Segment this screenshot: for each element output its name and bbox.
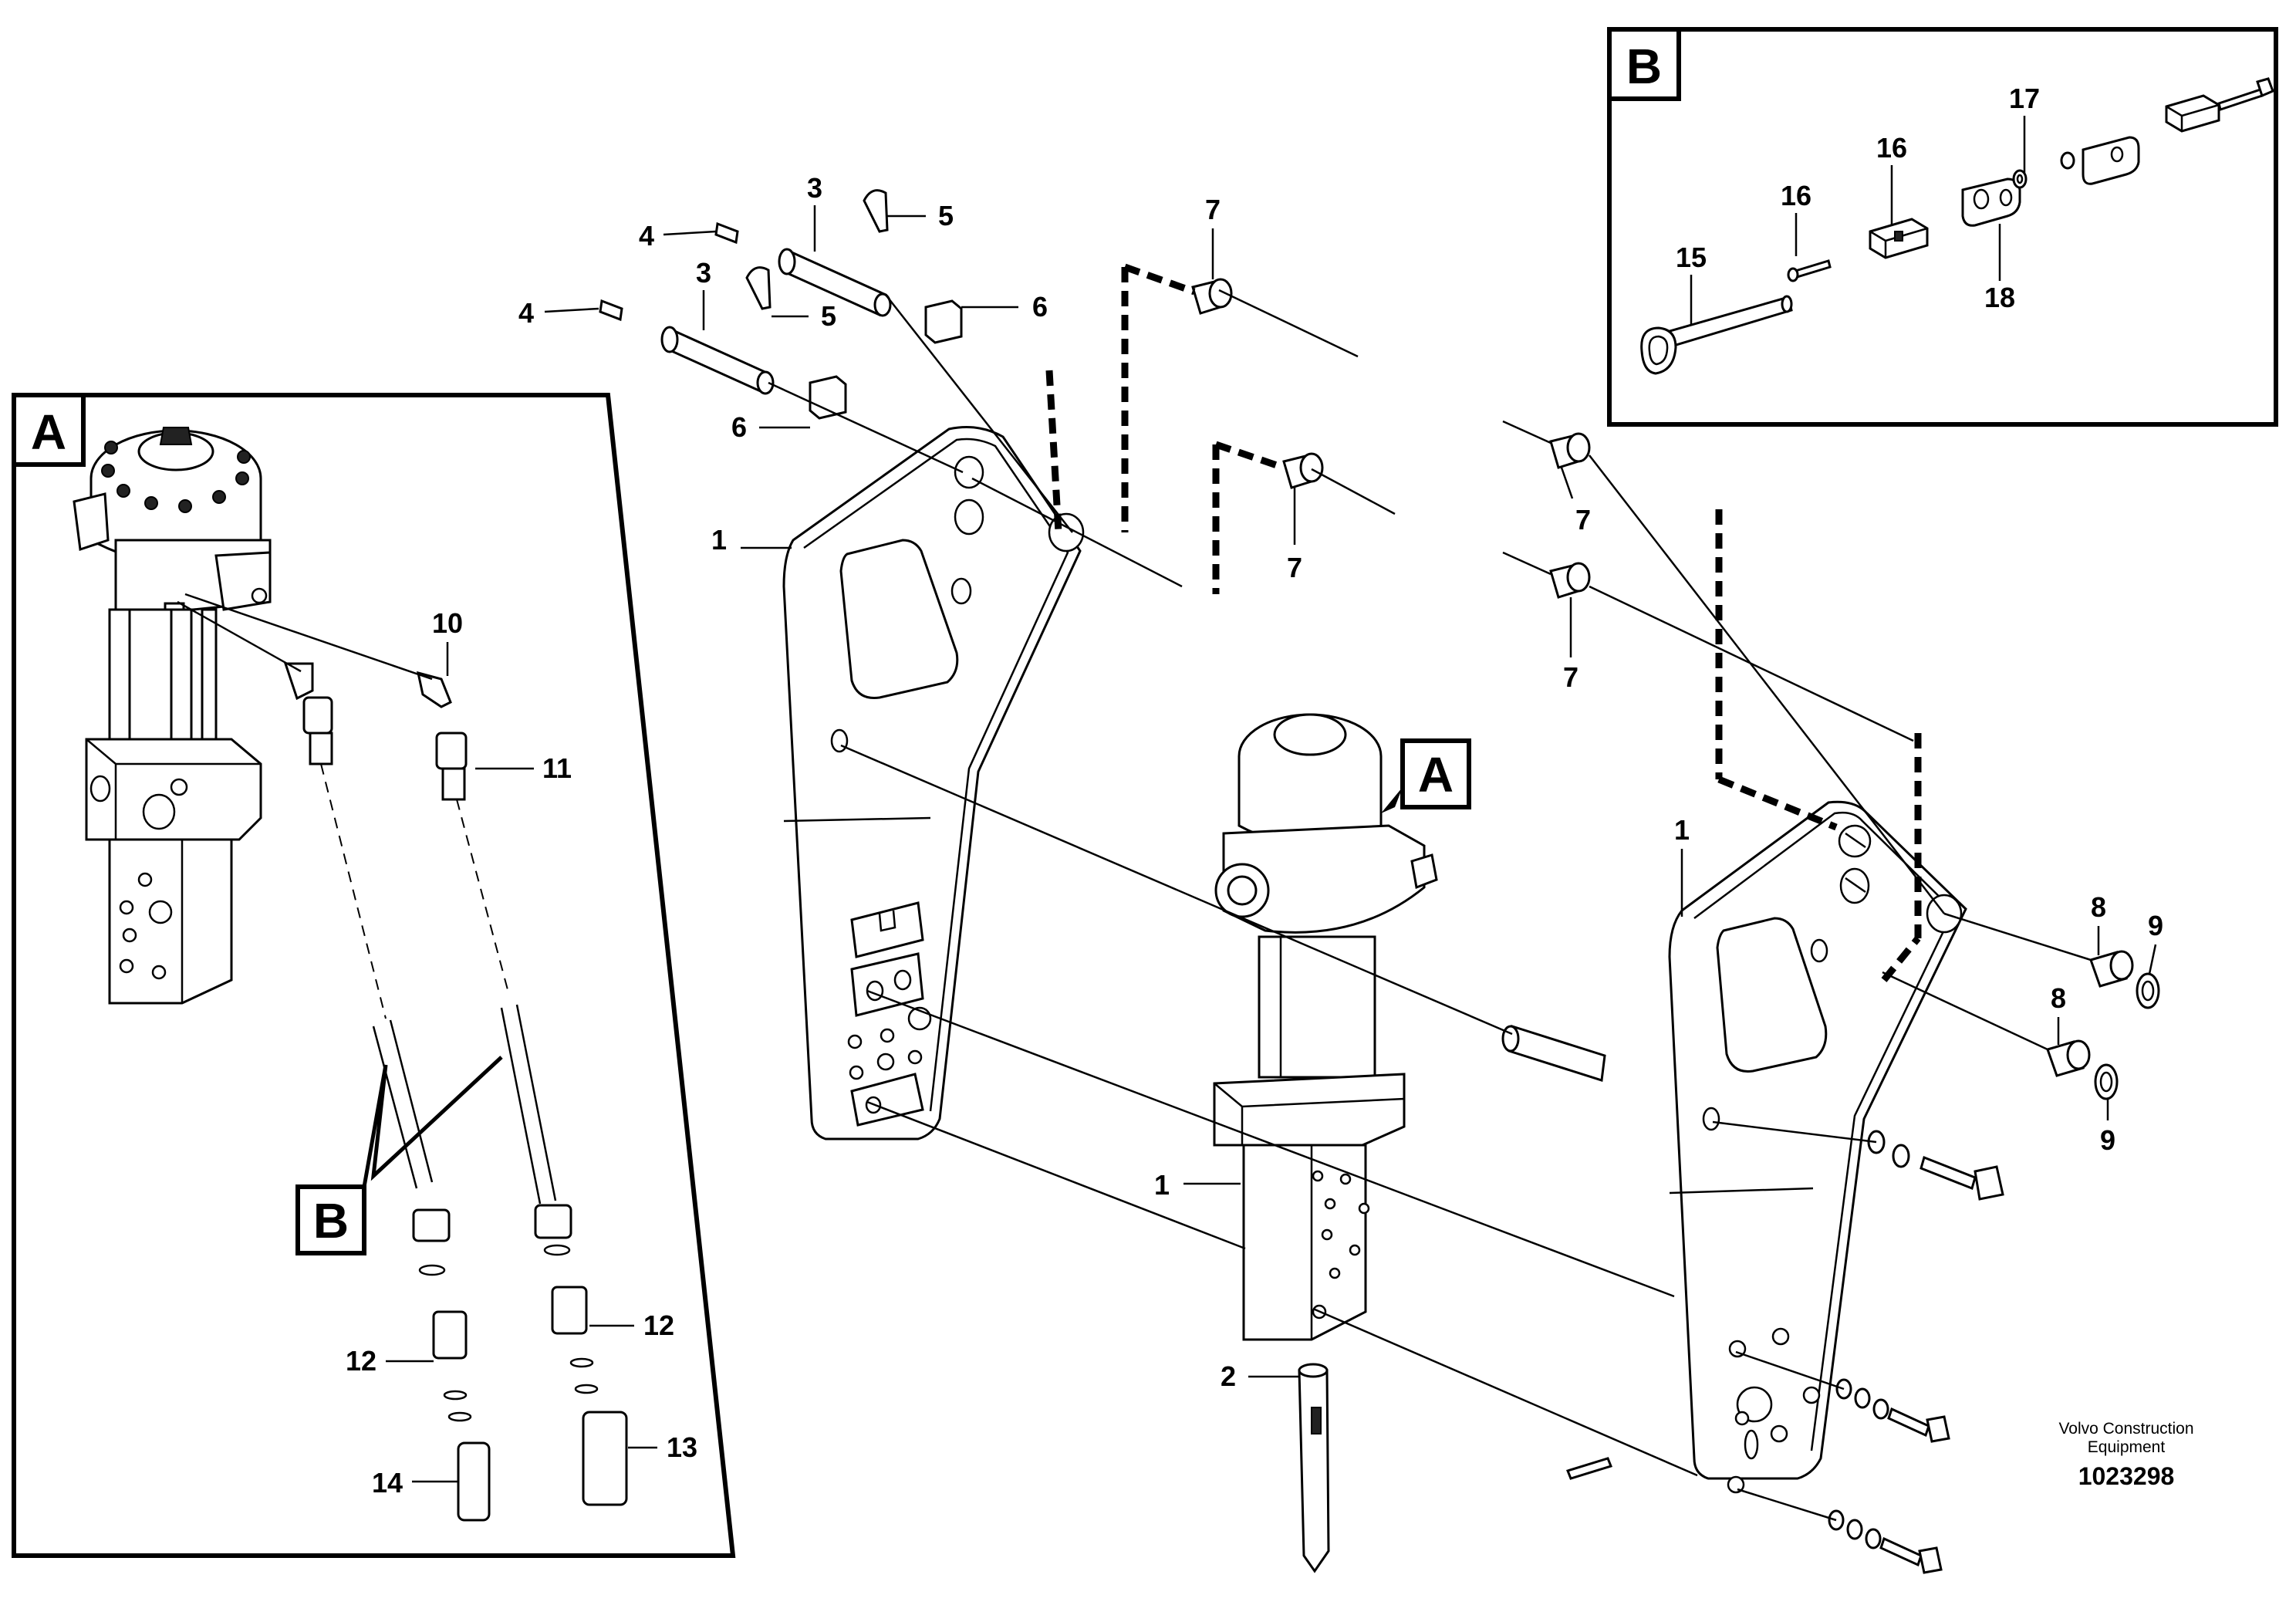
elbow-fitting-10: [177, 593, 452, 708]
mounting-bolts: [1566, 1130, 2004, 1574]
callout-4a: 4: [639, 220, 654, 252]
pin-3-upper: [778, 248, 892, 317]
brand-line1: Volvo Construction: [2058, 1420, 2193, 1438]
callout-12b: 12: [346, 1345, 376, 1377]
detail-b-letter: B: [1626, 39, 1662, 94]
callout-4b: 4: [518, 297, 534, 329]
ref-box-a: [1400, 738, 1471, 809]
hose-dashed-left: [320, 763, 387, 1019]
doc-number: 1023298: [2078, 1462, 2175, 1490]
callout-16b: 16: [1876, 132, 1907, 164]
callout-16a: 16: [1781, 180, 1811, 211]
ref-a-letter: A: [1418, 747, 1454, 803]
callout-14: 14: [372, 1467, 403, 1499]
callout-7a: 7: [1205, 194, 1221, 225]
assembly-lines: [768, 289, 2092, 1522]
pin-3-lower: [660, 326, 775, 395]
callout-11: 11: [542, 752, 572, 784]
lynch-pin-5: [745, 189, 889, 310]
callout-18: 18: [1984, 282, 2015, 313]
footer-brand: Volvo Construction Equipment 1023298: [2058, 1420, 2193, 1490]
callout-9a: 9: [2148, 910, 2163, 941]
callout-7c: 7: [1575, 504, 1591, 536]
small-bolt-part: [1787, 259, 1832, 282]
callout-5b: 5: [821, 300, 836, 332]
callout-15: 15: [1676, 242, 1707, 273]
callout-1b: 1: [1154, 1169, 1170, 1201]
callout-10: 10: [432, 607, 463, 639]
callout-3b: 3: [696, 257, 711, 289]
callout-8b: 8: [2051, 982, 2066, 1014]
top-clamp-block-part: [2165, 77, 2274, 133]
callout-8a: 8: [2091, 891, 2106, 923]
hose-left: [372, 1019, 434, 1189]
callout-6b: 6: [731, 411, 747, 443]
callout-3a: 3: [807, 172, 822, 204]
callout-7b: 7: [1287, 552, 1302, 583]
bushing-7: [1191, 278, 1591, 599]
callout-1a: 1: [711, 524, 727, 556]
hose-coupling-right: [534, 1204, 628, 1506]
tie-rod: [1501, 1025, 1606, 1082]
ref-box-b: [295, 1184, 366, 1255]
washer-9: [2094, 972, 2160, 1100]
callout-5a: 5: [938, 200, 954, 231]
lock-pin-part: [1640, 295, 1793, 375]
grease-nipple-4: [599, 221, 739, 322]
nut-plate-part: [2060, 136, 2140, 185]
callout-9b: 9: [2100, 1124, 2115, 1156]
detail-box-a: A: [12, 393, 736, 1558]
callout-1c: 1: [1674, 814, 1690, 846]
detail-a-letter: A: [31, 404, 66, 460]
hose-dashed-right: [456, 799, 510, 996]
chisel-tool: [1298, 1363, 1330, 1573]
hydraulic-hammer: [1213, 713, 1438, 1341]
clamp-block-part: [1869, 218, 1929, 259]
callout-13: 13: [667, 1431, 697, 1463]
washer-part: [2012, 169, 2028, 189]
ref-b-letter: B: [313, 1193, 349, 1249]
callout-17: 17: [2009, 83, 2040, 114]
callout-12a: 12: [643, 1309, 674, 1341]
callout-7d: 7: [1563, 661, 1578, 693]
main-callouts: 1 1 1 2 3 3 4 4 5 5 6 6 7 7 7 7 8 8 9: [518, 172, 2163, 1392]
callout-6a: 6: [1032, 291, 1048, 323]
hose-right: [500, 1004, 557, 1205]
hidden-path-dashes: [1045, 263, 1922, 982]
bushing-8: [2046, 950, 2134, 1077]
hammer-head-assembly: [73, 427, 272, 1005]
callout-2: 2: [1221, 1360, 1236, 1392]
brand-line2: Equipment: [2088, 1438, 2166, 1456]
hose-coupling-left: [412, 1208, 491, 1522]
retainer-block-6: [809, 299, 963, 420]
left-side-plate: [782, 426, 1085, 1140]
detail-box-b: B: [1607, 27, 2278, 427]
